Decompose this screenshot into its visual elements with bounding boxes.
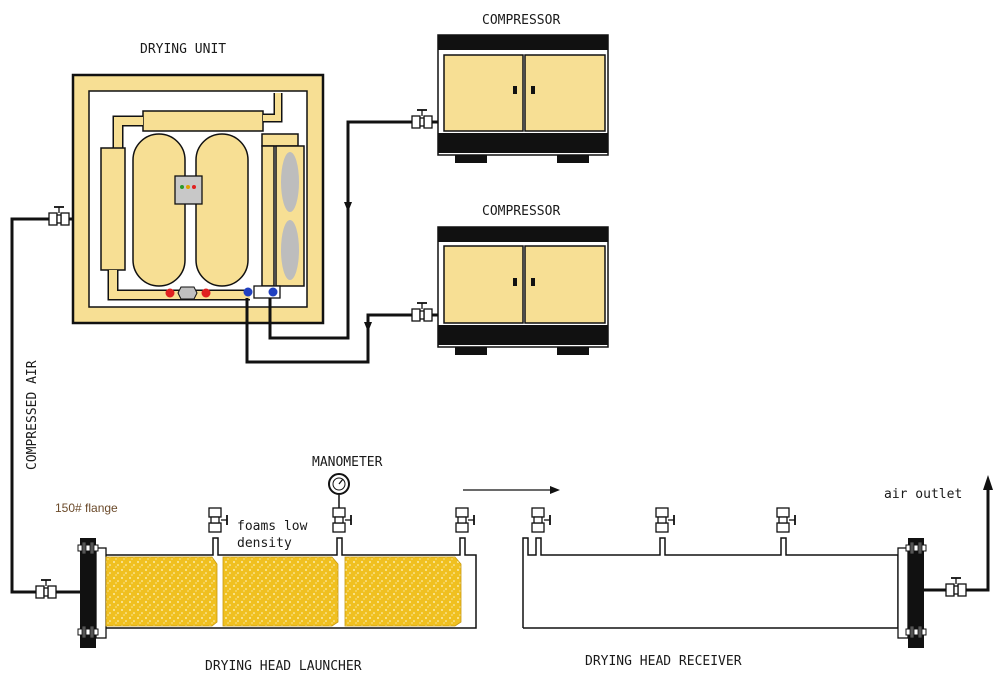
foams-label-line2: density bbox=[237, 536, 292, 551]
drying-unit: DRYING UNIT bbox=[71, 42, 325, 325]
air-outlet-line: air outlet bbox=[884, 475, 993, 597]
manometer-label: MANOMETER bbox=[312, 455, 383, 470]
air-outlet-label: air outlet bbox=[884, 487, 962, 502]
compressor-2: COMPRESSOR bbox=[437, 204, 609, 355]
compressed-air-label: COMPRESSED AIR bbox=[25, 360, 40, 470]
compressor-2-label: COMPRESSOR bbox=[482, 204, 560, 219]
drying-head-receiver: DRYING HEAD RECEIVER bbox=[522, 507, 927, 669]
compressor-1: COMPRESSOR bbox=[437, 13, 609, 163]
flow-direction-arrow bbox=[463, 486, 560, 494]
compressor-1-label: COMPRESSOR bbox=[482, 13, 560, 28]
drying-head-launcher: MANOMETER 150# flange foams low density … bbox=[55, 455, 477, 674]
launcher-label: DRYING HEAD LAUNCHER bbox=[205, 659, 362, 674]
receiver-label: DRYING HEAD RECEIVER bbox=[585, 654, 742, 669]
foams-label-line1: foams low bbox=[237, 519, 308, 534]
compressed-air-line: COMPRESSED AIR bbox=[10, 206, 80, 599]
drying-unit-label: DRYING UNIT bbox=[140, 42, 226, 57]
flange-label: 150# flange bbox=[55, 501, 118, 515]
compressor-piping bbox=[245, 109, 438, 364]
